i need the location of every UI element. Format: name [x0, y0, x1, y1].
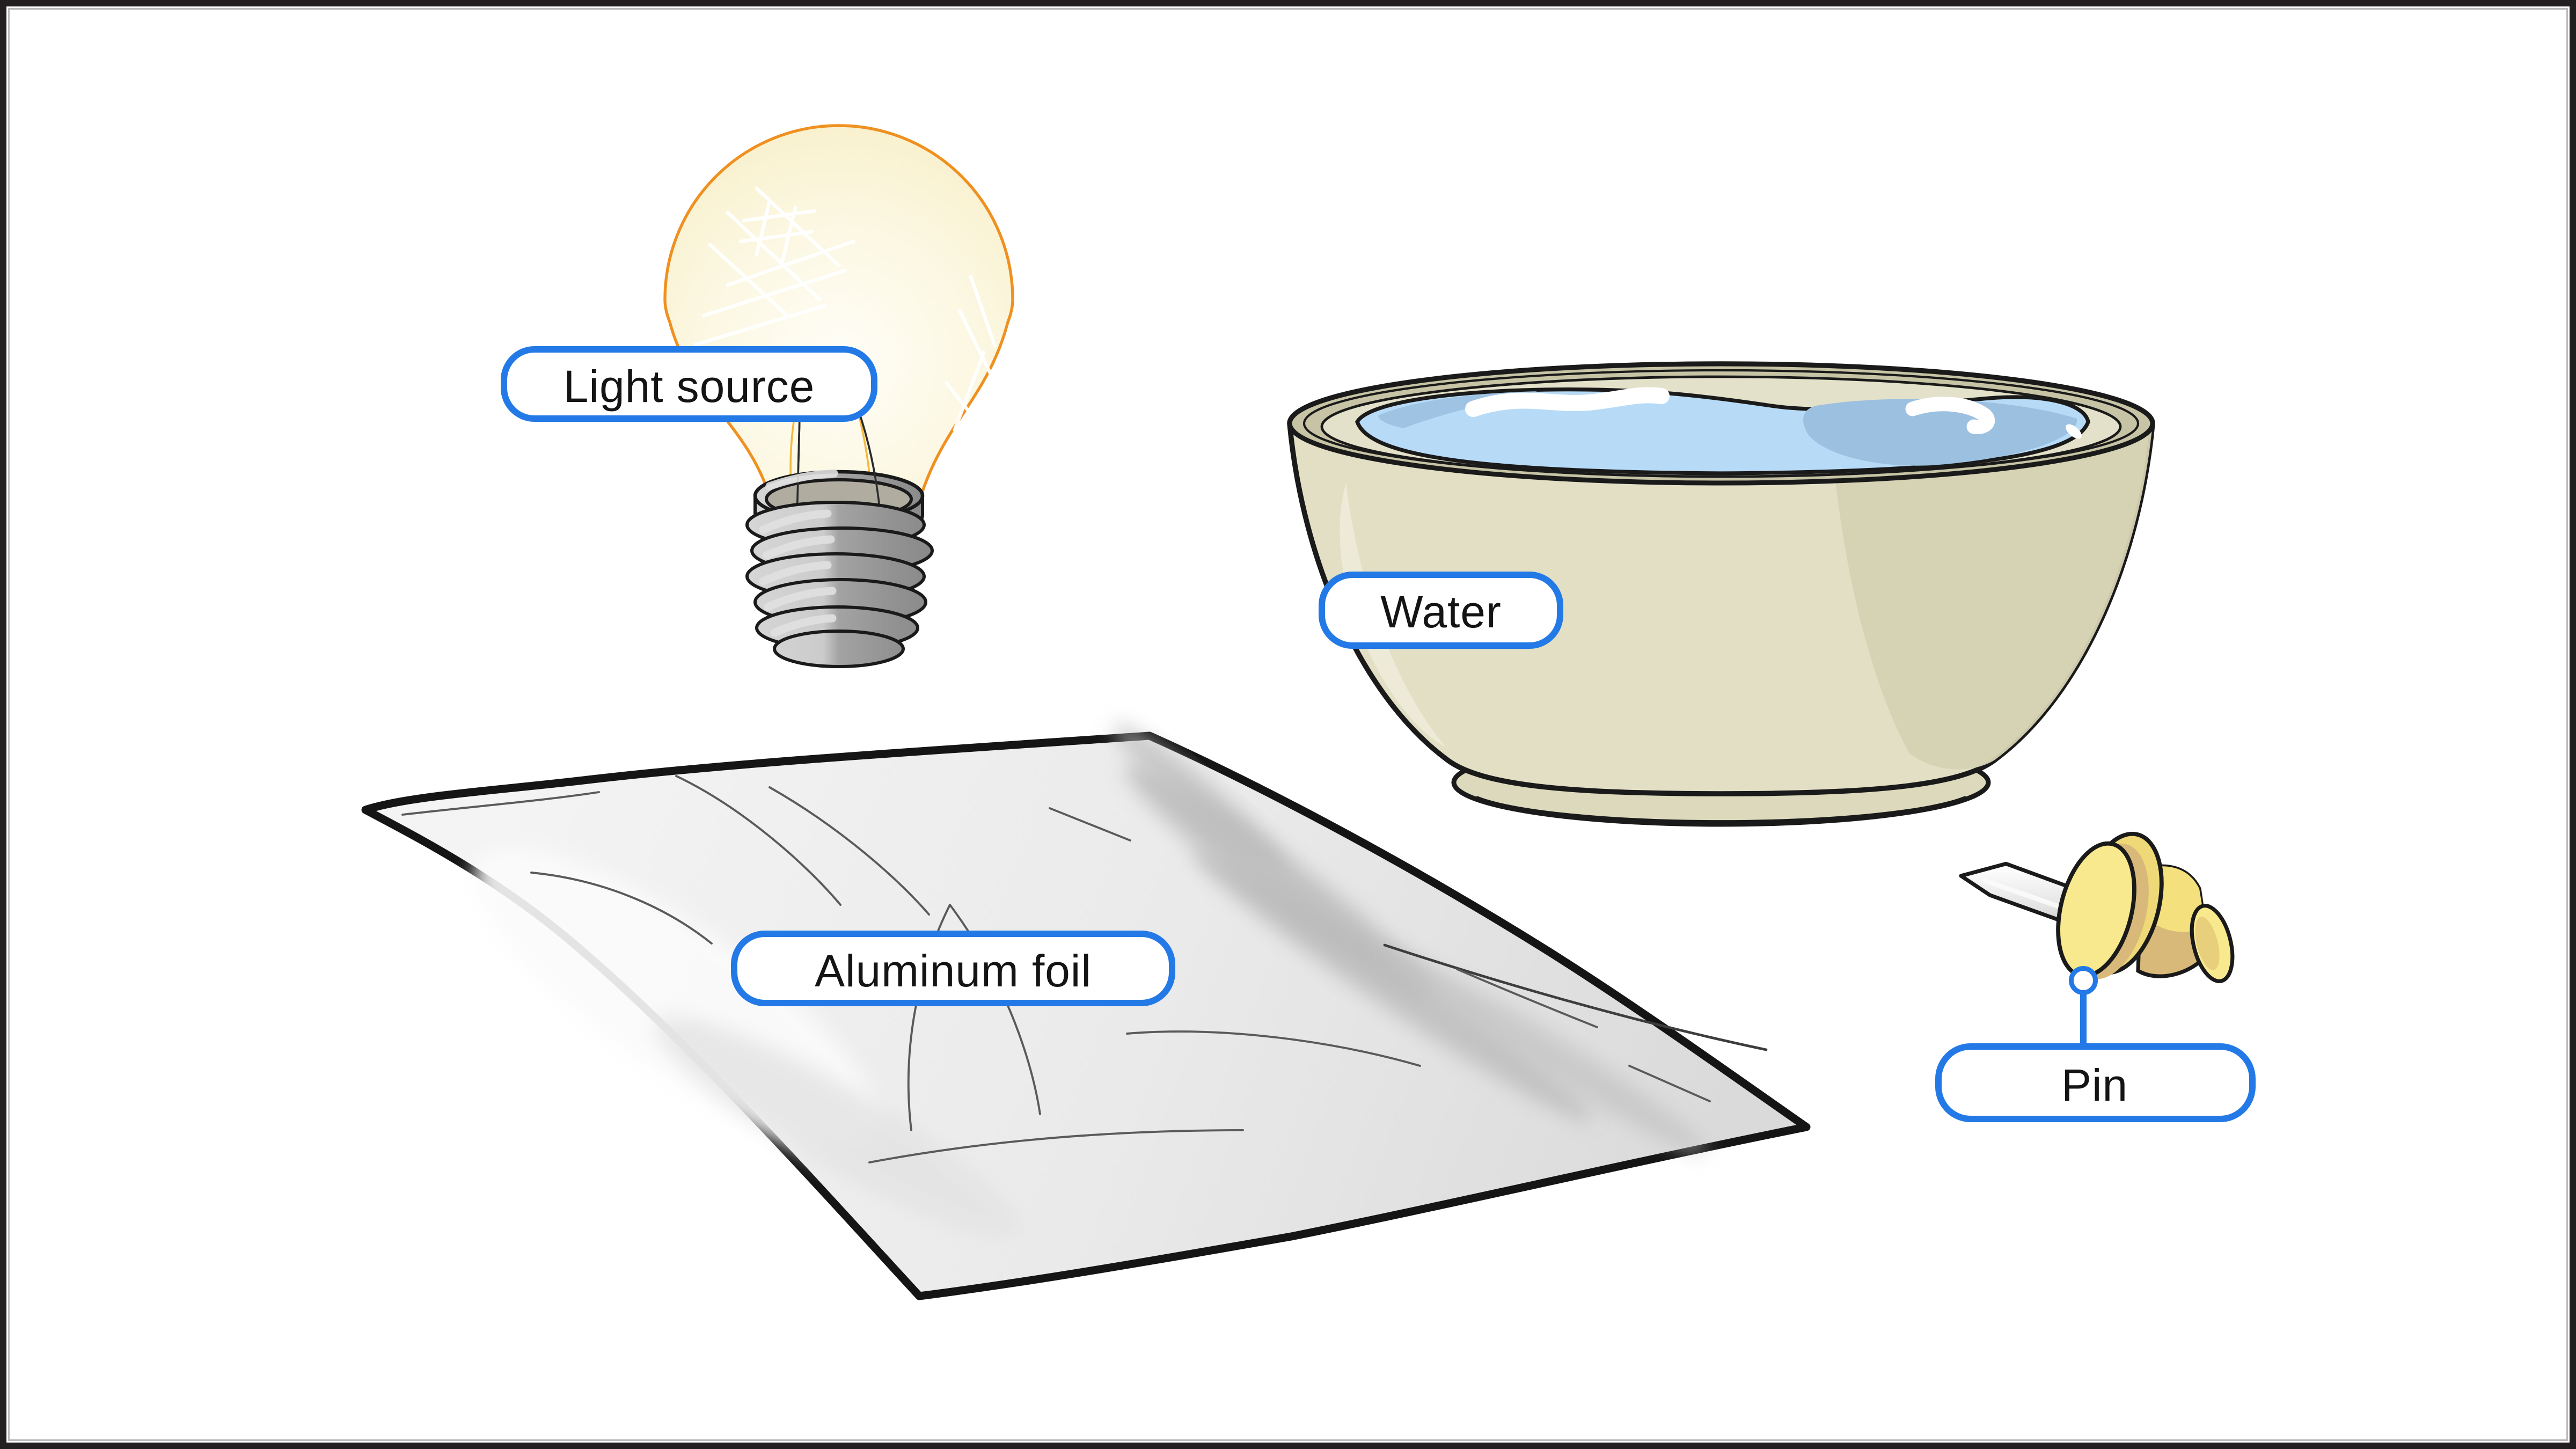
water-bowl-illustration [1287, 361, 2155, 827]
label-light-source: Light source [501, 346, 877, 422]
label-light-source-text: Light source [564, 361, 815, 412]
bowl-shade-right [1835, 423, 2153, 770]
label-pin: Pin [1935, 1043, 2256, 1122]
label-water: Water [1319, 572, 1563, 649]
label-aluminum-foil: Aluminum foil [731, 931, 1175, 1006]
bulb-glass-scratches [693, 186, 1008, 453]
label-aluminum-foil-text: Aluminum foil [815, 946, 1092, 996]
push-pin-illustration [1959, 831, 2235, 983]
pin-connector-dot [2069, 966, 2098, 995]
foil-shading [474, 723, 1707, 1238]
bulb-screw-base [745, 387, 934, 668]
aluminum-foil-illustration [361, 723, 1811, 1300]
water-highlights [1465, 387, 2082, 439]
foil-creases [401, 775, 1768, 1163]
label-water-text: Water [1380, 587, 1501, 637]
label-pin-text: Pin [2061, 1060, 2128, 1110]
water-shade-right [1803, 399, 2077, 466]
image-border-inner-line [8, 8, 2568, 1441]
